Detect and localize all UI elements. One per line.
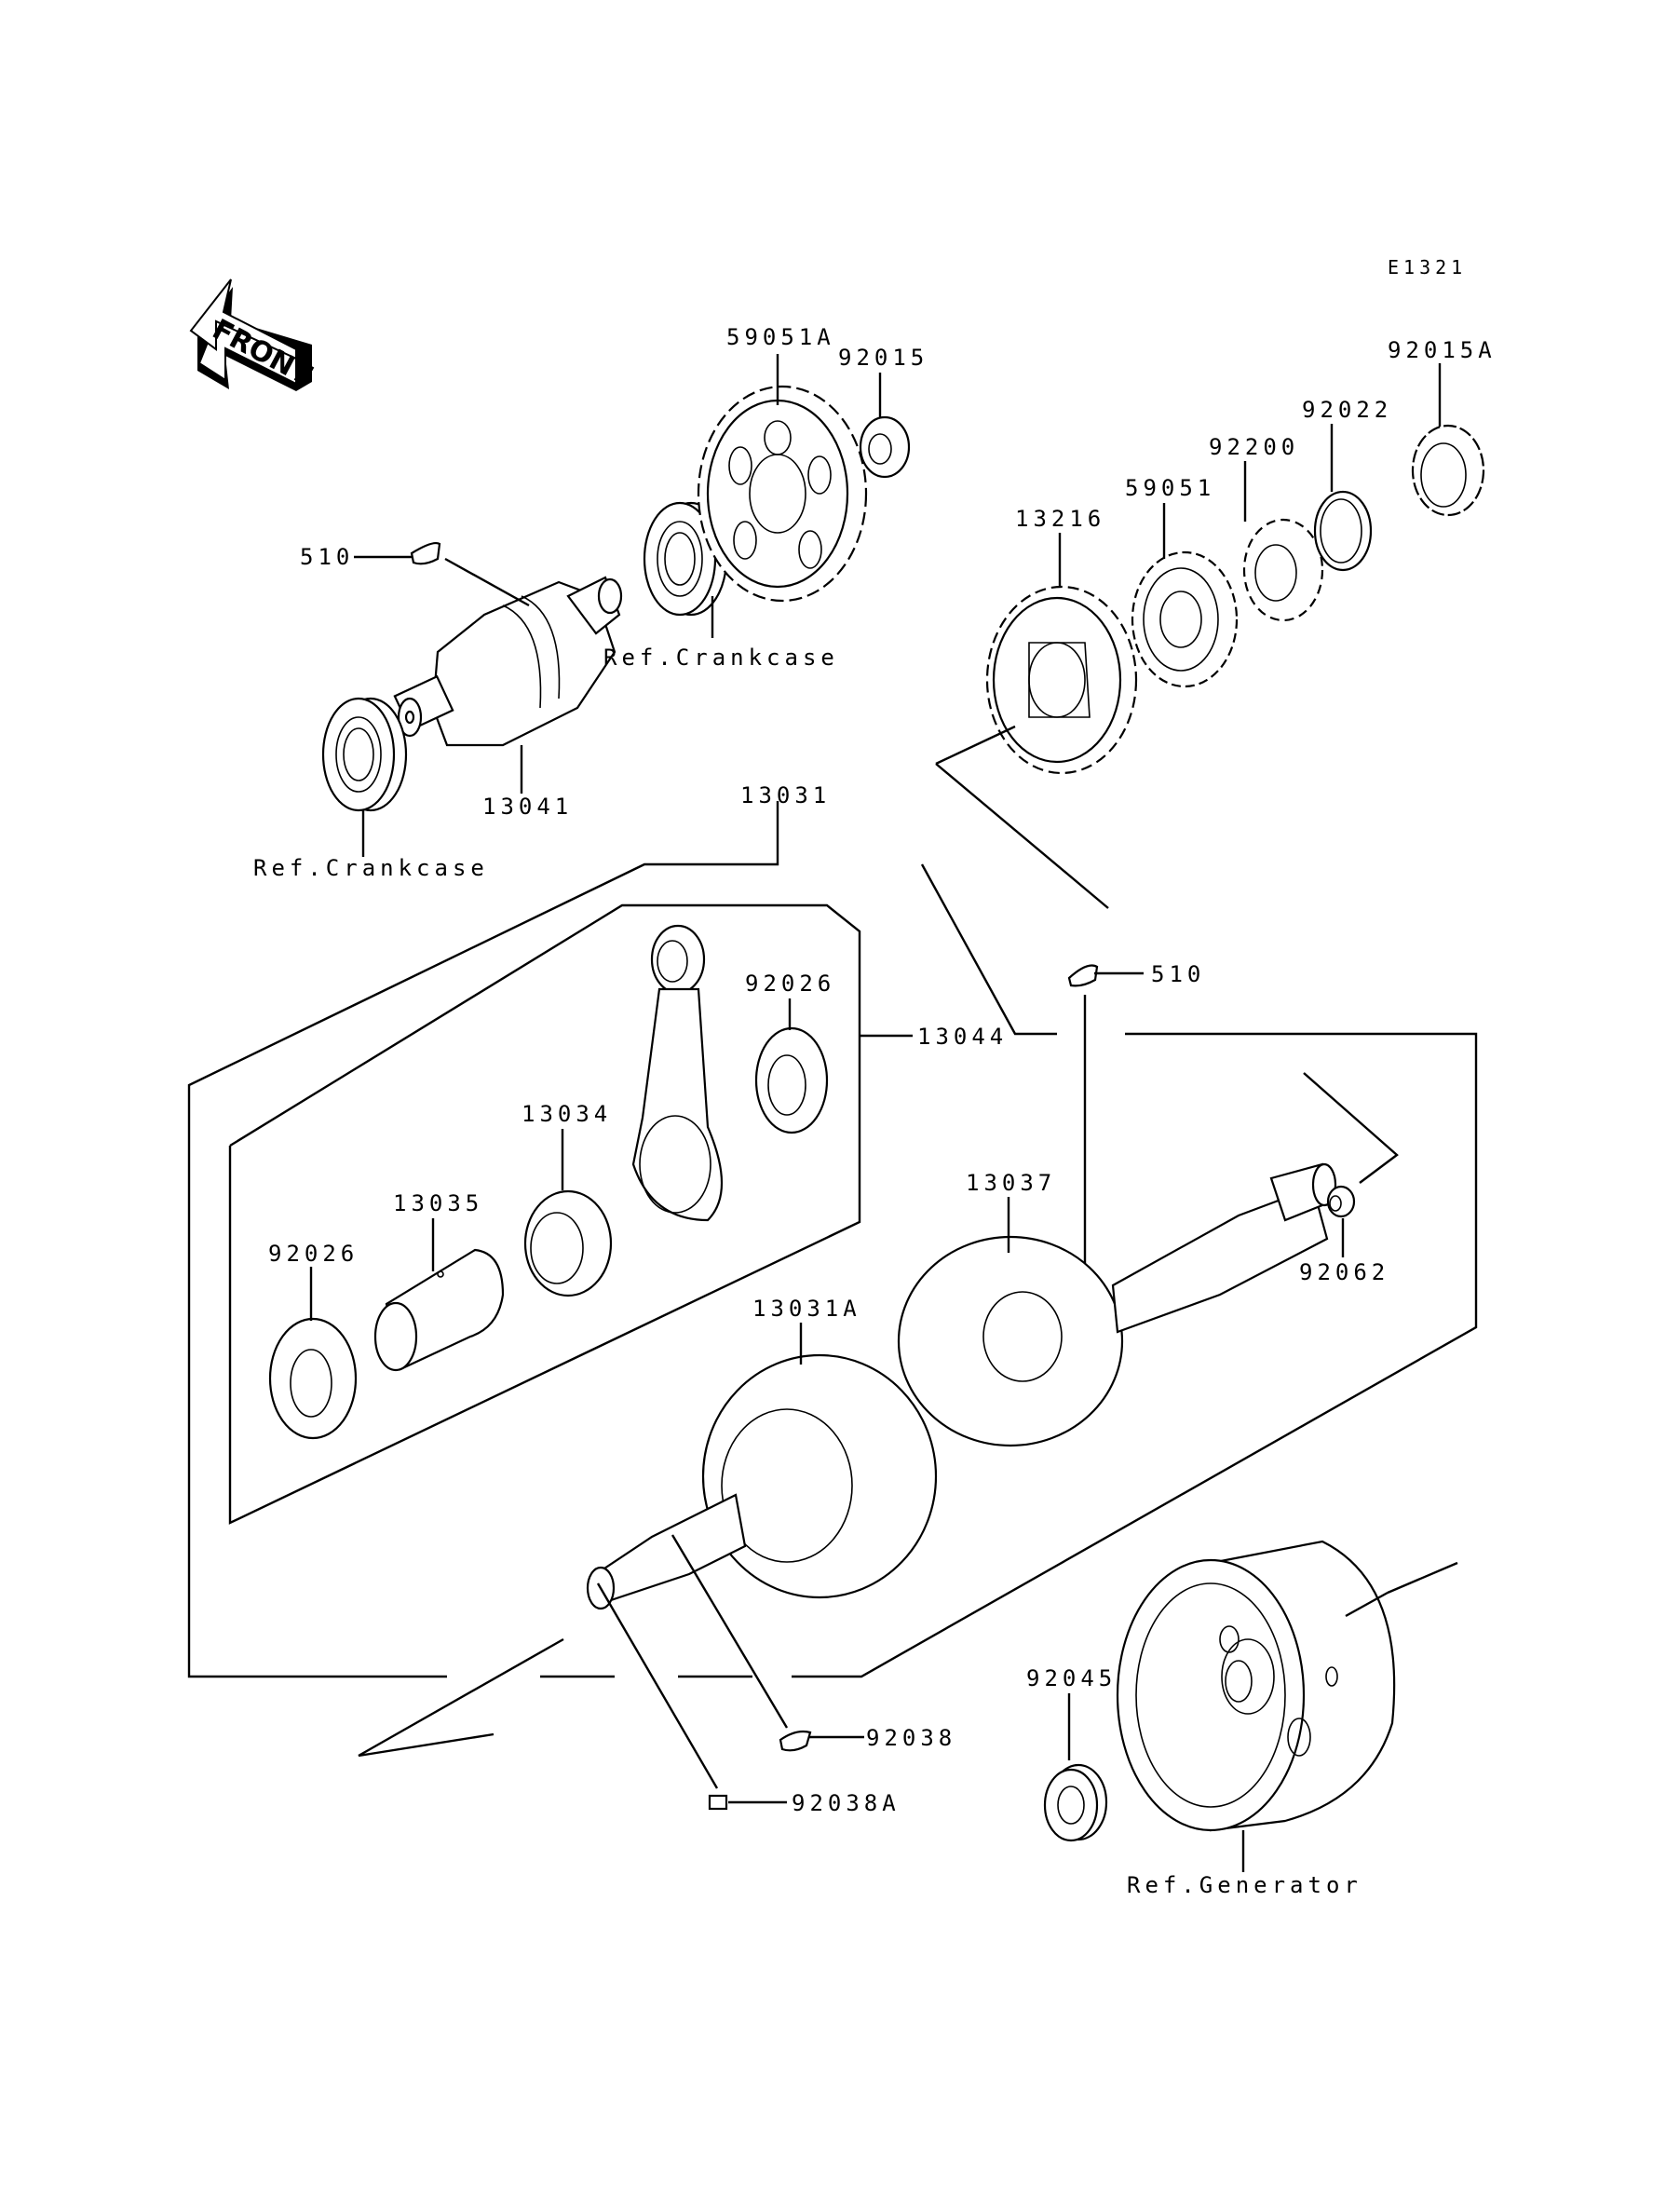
woodruff-key-510-mid[interactable]	[1067, 964, 1099, 987]
label-92026-left: 92026	[268, 1241, 359, 1267]
label-13031A: 13031A	[752, 1296, 861, 1322]
label-92045: 92045	[1026, 1665, 1117, 1691]
nut-92015A[interactable]	[1411, 424, 1485, 517]
label-510-mid: 510	[1151, 961, 1205, 987]
balancer-shaft-13041[interactable]	[393, 576, 623, 747]
assembly-13044-outline	[228, 903, 861, 1525]
front-arrow-icon: FRONT	[189, 278, 317, 392]
oil-seal-92045[interactable]	[1043, 1763, 1108, 1842]
label-13044: 13044	[917, 1024, 1008, 1050]
label-59051A: 59051A	[726, 324, 835, 350]
washer-92022[interactable]	[1313, 490, 1373, 572]
plug-92062[interactable]	[1326, 1185, 1356, 1218]
woodruff-key-92038[interactable]	[779, 1730, 812, 1752]
balancer-gear-59051A[interactable]	[697, 385, 868, 603]
label-92022: 92022	[1302, 397, 1392, 423]
label-ref-crankcase-top: Ref.Crankcase	[603, 645, 839, 671]
needle-bearing-13034[interactable]	[523, 1189, 613, 1297]
label-510-top: 510	[300, 544, 354, 570]
label-13034: 13034	[522, 1101, 612, 1127]
label-92026-top: 92026	[745, 971, 835, 997]
crankshaft-half-13037[interactable]	[897, 1162, 1337, 1447]
assembly-13031-outline	[187, 801, 779, 1678]
lock-washer-92200[interactable]	[1242, 518, 1324, 622]
label-92200: 92200	[1209, 434, 1299, 460]
label-13041: 13041	[482, 794, 573, 820]
bearing-ref-crankcase-top[interactable]	[643, 501, 728, 617]
label-13031: 13031	[740, 782, 831, 808]
connecting-rod[interactable]	[631, 924, 723, 1222]
crank-pin-13035[interactable]	[373, 1248, 505, 1372]
label-92062: 92062	[1299, 1259, 1389, 1285]
label-13037: 13037	[966, 1170, 1056, 1196]
label-59051: 59051	[1125, 475, 1215, 501]
key-92038A[interactable]	[708, 1794, 728, 1811]
label-92015: 92015	[838, 345, 928, 371]
label-ref-crankcase-left: Ref.Crankcase	[253, 855, 489, 881]
gear-59051[interactable]	[1131, 550, 1239, 688]
gear-13216[interactable]	[985, 585, 1138, 775]
label-92038: 92038	[866, 1725, 956, 1751]
bearing-ref-crankcase-left[interactable]	[321, 697, 408, 812]
label-13216: 13216	[1015, 506, 1105, 532]
thrust-washer-92026-left[interactable]	[268, 1317, 358, 1440]
diagram-code: E1321	[1388, 256, 1467, 278]
thrust-washer-92026-top[interactable]	[754, 1026, 829, 1134]
label-13035: 13035	[393, 1190, 483, 1216]
label-92015A: 92015A	[1388, 337, 1497, 363]
nut-92015[interactable]	[859, 415, 911, 479]
label-ref-generator: Ref.Generator	[1127, 1872, 1362, 1898]
woodruff-key-510-top[interactable]	[410, 542, 441, 565]
crankshaft-half-13031A[interactable]	[586, 1353, 938, 1610]
label-92038A: 92038A	[792, 1790, 901, 1816]
generator-rotor[interactable]	[1116, 1540, 1396, 1832]
